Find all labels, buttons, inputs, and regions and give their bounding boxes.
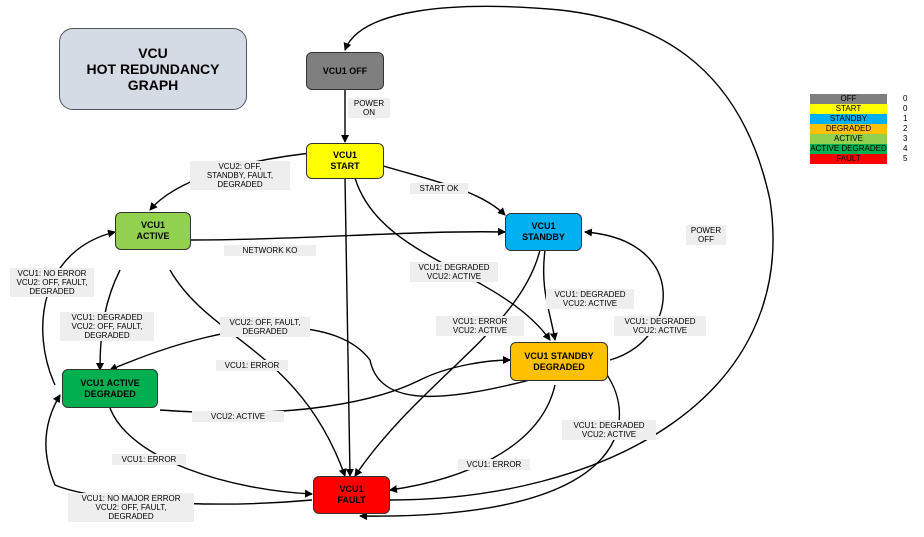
graph-title: VCU HOT REDUNDANCY GRAPH — [59, 28, 247, 110]
legend-row: ACTIVE 3 — [810, 134, 923, 144]
legend-value: 4 — [903, 144, 908, 153]
node-fault-line2: FAULT — [337, 495, 366, 505]
label-vcu2-active: VCU2: ACTIVE — [192, 411, 284, 422]
label-error-active: VCU1: ERROR VCU2: ACTIVE — [436, 316, 524, 336]
arrow-active-degraded-to-fault — [109, 407, 313, 498]
label-no-major-error: VCU1: NO MAJOR ERROR VCU2: OFF, FAULT, D… — [68, 493, 194, 522]
label-power-off: POWER OFF — [686, 225, 726, 245]
arrow-standby-degraded-to-fault — [389, 384, 556, 493]
node-standby-degraded-line1: VCU1 STANDBY — [524, 350, 594, 361]
legend-value: 0 — [903, 94, 908, 103]
legend-row: ACTIVE DEGRADED 4 — [810, 144, 923, 154]
arrow-active-degraded-to-active — [42, 229, 116, 386]
node-standby-line1: VCU1 — [531, 221, 556, 231]
label-degraded-active-1: VCU1: DEGRADED VCU2: ACTIVE — [410, 262, 498, 282]
node-active: VCU1 ACTIVE — [115, 212, 191, 250]
node-active-degraded: VCU1 ACTIVE DEGRADED — [62, 369, 158, 408]
arrow-standby-to-fault — [354, 249, 541, 477]
title-line-1: VCU — [138, 45, 168, 61]
legend-row: OFF 0 — [810, 94, 923, 104]
node-active-line1: VCU1 — [140, 220, 165, 230]
node-off-label: VCU1 OFF — [322, 65, 368, 76]
node-standby-line2: STANDBY — [522, 232, 565, 242]
arrow-fault-to-active-degraded — [45, 394, 313, 505]
title-line-2: HOT REDUNDANCY — [86, 61, 220, 77]
legend-row: FAULT 5 — [810, 154, 923, 164]
legend-row: DEGRADED 2 — [810, 124, 923, 134]
node-standby-degraded: VCU1 STANDBY DEGRADED — [510, 342, 608, 381]
arrow-active-to-fault — [169, 269, 347, 477]
legend-row: STANDBY 1 — [810, 114, 923, 124]
label-no-error: VCU1: NO ERROR VCU2: OFF, FAULT, DEGRADE… — [10, 268, 94, 297]
label-error-2: VCU1: ERROR — [112, 454, 186, 465]
arrow-standby-degraded-to-standby — [584, 228, 664, 361]
node-start: VCU1 START — [306, 143, 384, 179]
legend-swatch: DEGRADED — [810, 124, 887, 134]
arrow-standby-degraded-to-fault-2 — [359, 371, 621, 521]
node-active-degraded-line2: DEGRADED — [84, 388, 136, 399]
label-network-ko: NETWORK KO — [224, 245, 316, 256]
label-start-ok: START OK — [410, 183, 468, 194]
legend-swatch: OFF — [810, 94, 887, 104]
legend-swatch: STANDBY — [810, 114, 887, 124]
legend-swatch: ACTIVE DEGRADED — [810, 144, 887, 154]
label-vcu2-off-standby: VCU2: OFF, STANDBY, FAULT, DEGRADED — [190, 161, 290, 190]
node-fault-line1: VCU1 — [339, 484, 364, 494]
legend-value: 0 — [903, 104, 908, 113]
legend-value: 2 — [903, 124, 908, 133]
node-standby-degraded-line2: DEGRADED — [533, 361, 585, 372]
arrow-fault-to-off — [343, 5, 774, 501]
arrow-active-degraded-to-standby-degraded — [159, 356, 511, 414]
legend-row: START 0 — [810, 104, 923, 114]
title-line-3: GRAPH — [127, 77, 179, 93]
label-error-1: VCU1: ERROR — [216, 360, 288, 371]
node-start-line2: START — [330, 161, 360, 171]
label-degraded-active-2: VCU1: DEGRADED VCU2: ACTIVE — [546, 289, 634, 309]
node-active-degraded-line1: VCU1 ACTIVE — [80, 377, 140, 388]
label-error-3: VCU1: ERROR — [458, 459, 530, 470]
node-fault: VCU1 FAULT — [313, 476, 390, 514]
legend-swatch: ACTIVE — [810, 134, 887, 144]
arrow-active-to-standby — [189, 227, 506, 241]
label-degraded-active-3: VCU1: DEGRADED VCU2: ACTIVE — [614, 316, 706, 336]
arrow-standby-degraded-to-active-degraded — [109, 326, 531, 398]
legend-value: 3 — [903, 134, 908, 143]
node-off: VCU1 OFF — [306, 52, 384, 90]
label-vcu2-off-fault: VCU2: OFF, FAULT, DEGRADED — [220, 317, 310, 337]
legend-swatch: FAULT — [810, 154, 887, 164]
node-standby: VCU1 STANDBY — [505, 213, 582, 251]
node-active-line2: ACTIVE — [136, 231, 170, 241]
legend-value: 5 — [903, 154, 908, 163]
label-degraded-off-fault: VCU1: DEGRADED VCU2: OFF, FAULT, DEGRADE… — [60, 312, 154, 341]
legend-swatch: START — [810, 104, 887, 114]
legend-value: 1 — [903, 114, 908, 123]
label-degraded-active-4: VCU1: DEGRADED VCU2: ACTIVE — [562, 420, 656, 440]
label-power-on: POWER ON — [348, 98, 390, 118]
node-start-line1: VCU1 — [332, 150, 357, 160]
arrow-start-to-fault — [344, 177, 354, 477]
